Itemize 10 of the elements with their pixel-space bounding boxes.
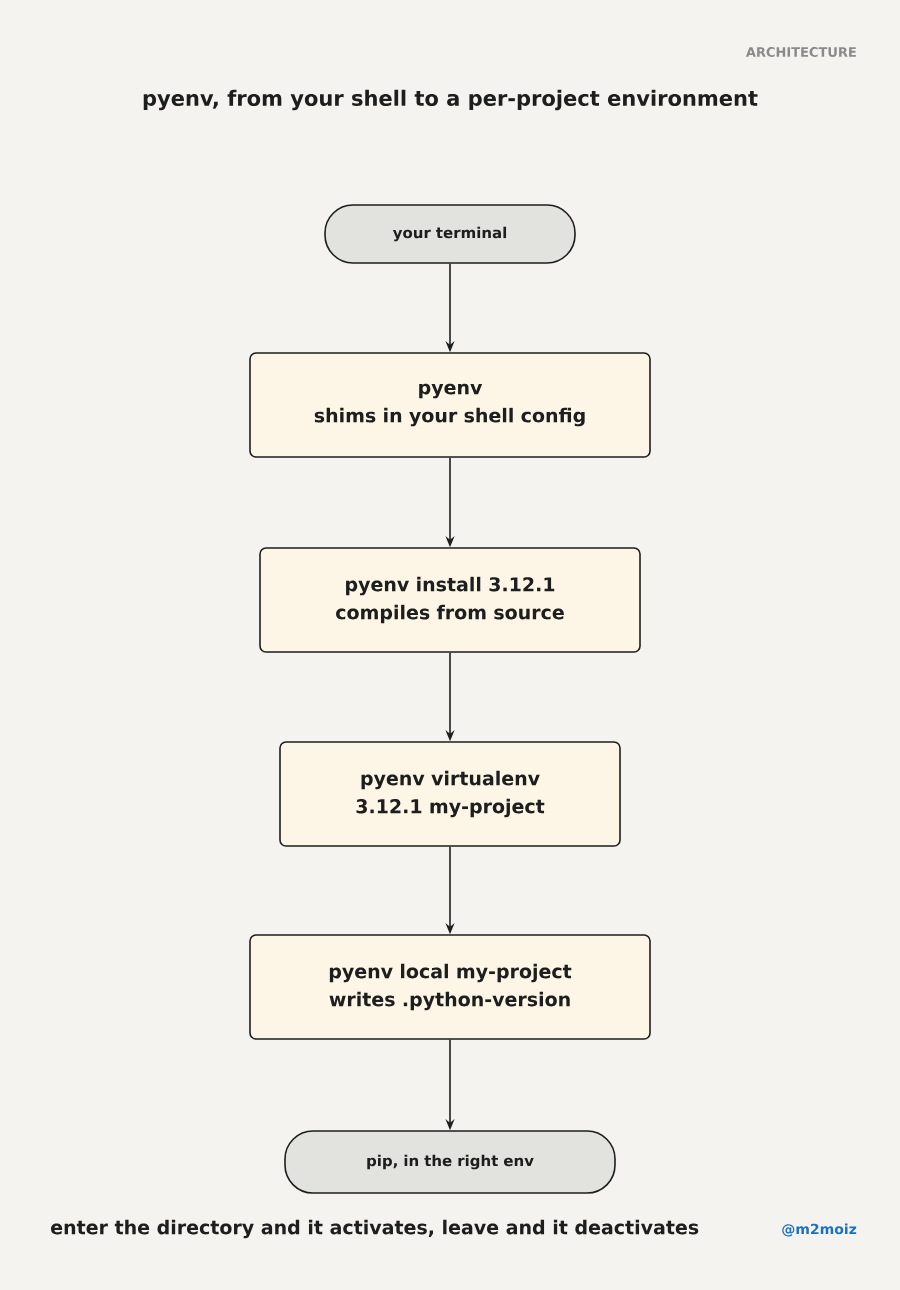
terminal-pill: pip, in the right env	[284, 1130, 616, 1194]
process-box: pyenv virtualenv 3.12.1 my-project	[279, 741, 621, 847]
process-box: pyenv shims in your shell config	[249, 352, 651, 458]
author-handle: @m2moiz	[782, 1223, 857, 1237]
section-tag: ARCHITECTURE	[745, 47, 856, 57]
terminal-pill: your terminal	[324, 204, 576, 264]
process-box: pyenv install 3.12.1 compiles from source	[259, 547, 641, 653]
process-box: pyenv local my-project writes .python-version	[249, 934, 651, 1040]
footnote-text: enter the directory and it activates, leave and it deactivates	[51, 1219, 699, 1239]
diagram-title: pyenv, from your shell to a per-project environment	[143, 89, 758, 111]
